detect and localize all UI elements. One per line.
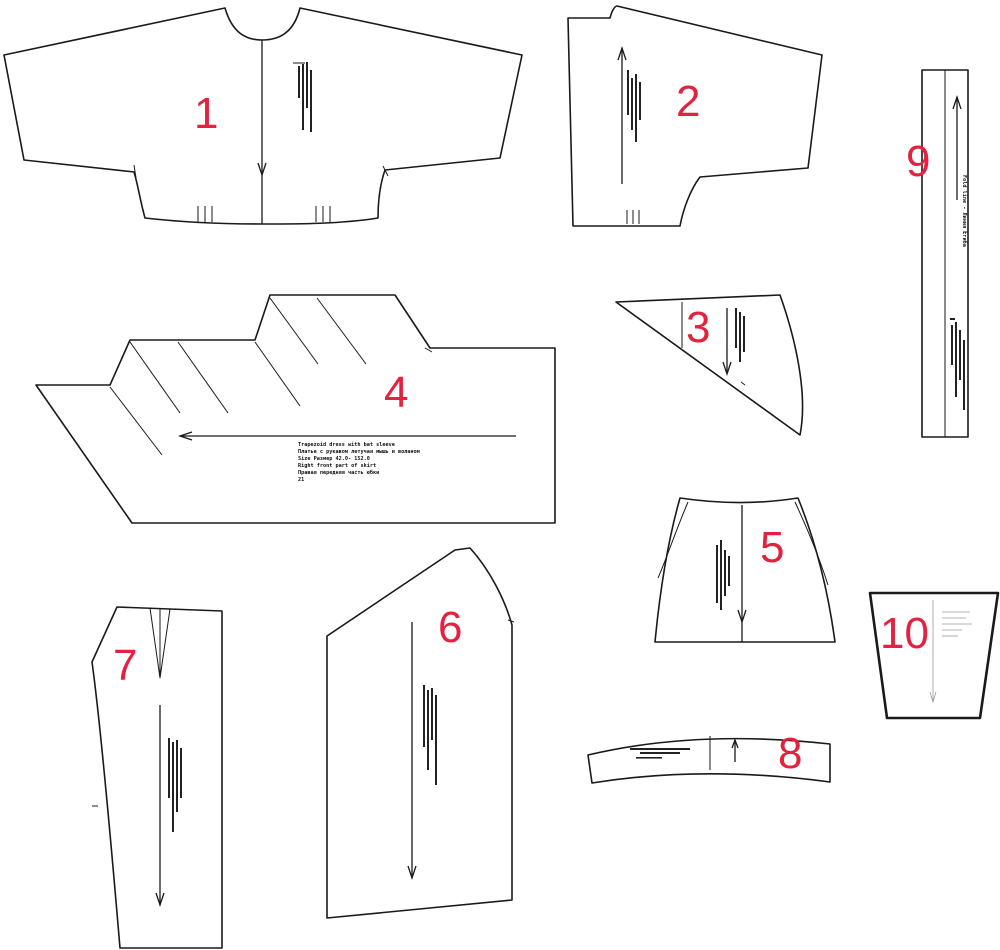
piece-4-label-line-2: Платье с рукавом летучая мышь и воланом [298, 449, 420, 455]
pattern-piece-7: 7 [91, 606, 223, 949]
piece-9-number: 9 [906, 137, 930, 186]
piece-10-label-block [942, 611, 972, 637]
piece-2-outline [567, 5, 823, 227]
piece-10-number: 10 [880, 609, 929, 658]
piece-9-label-block [950, 318, 965, 410]
piece-9-fold-label: Fold line - Линия сгиба [961, 175, 968, 247]
piece-8-label-block [630, 748, 690, 759]
piece-4-outline [35, 294, 556, 524]
piece-4-label: Trapezoid dress with bat sleeve Платье с… [298, 442, 420, 483]
piece-3-outline [615, 294, 804, 436]
pattern-piece-8: 8 [587, 729, 831, 784]
piece-9-grain-arrow [952, 94, 962, 110]
piece-7-label-block [168, 738, 182, 832]
piece-6-label-block [423, 685, 437, 785]
piece-3-grain-arrow [722, 361, 732, 377]
piece-3-label-block [735, 308, 745, 362]
piece-5-dart-line [794, 501, 829, 586]
piece-5-grain-arrow [737, 609, 747, 625]
piece-4-number: 4 [384, 368, 408, 417]
piece-1-grain-arrow [257, 162, 267, 178]
piece-5-dart-line [657, 501, 689, 579]
pattern-piece-1: 1 [3, 7, 523, 225]
piece-3-notch [740, 381, 746, 386]
pattern-piece-3: 3 [615, 294, 804, 436]
piece-1-pleat-marks [197, 206, 331, 222]
pattern-piece-4: Trapezoid dress with bat sleeve Платье с… [35, 294, 556, 524]
piece-8-number: 8 [778, 729, 802, 778]
piece-1-notch [133, 164, 137, 179]
piece-2-pleat-marks [626, 210, 640, 224]
piece-4-label-line-6: 21 [298, 477, 304, 483]
pattern-piece-6: 6 [326, 547, 515, 919]
piece-1-label-block [293, 62, 312, 132]
pattern-piece-9: Fold line - Линия сгиба 9 [906, 69, 969, 438]
piece-5-label-block [716, 540, 730, 610]
piece-4-label-line-1: Trapezoid dress with bat sleeve [298, 442, 395, 448]
piece-1-outline [3, 7, 523, 225]
piece-5-number: 5 [760, 523, 784, 572]
piece-4-label-line-4: Right front part of skirt [298, 463, 376, 469]
piece-7-grain-arrow [155, 892, 165, 908]
piece-1-notch [382, 165, 389, 177]
piece-4-label-line-5: Правая передняя часть юбки [298, 469, 379, 476]
piece-2-number: 2 [676, 77, 700, 126]
pattern-piece-10: 10 [868, 591, 1000, 720]
piece-4-label-line-3: Size Размер 42.0- 152.0 [298, 456, 370, 462]
piece-8-grain-arrow [731, 738, 739, 749]
piece-4-notch [424, 347, 433, 353]
piece-5-outline [654, 497, 836, 643]
pattern-piece-5: 5 [654, 497, 836, 643]
piece-2-grain-arrow [617, 45, 627, 61]
piece-3-number: 3 [686, 303, 710, 352]
piece-7-number: 7 [113, 641, 137, 690]
piece-1-number: 1 [194, 89, 218, 138]
piece-6-grain-arrow [407, 865, 417, 881]
piece-2-label-block [627, 70, 641, 142]
piece-4-pleat-lines [109, 297, 367, 456]
piece-7-outline [91, 606, 223, 949]
piece-6-number: 6 [438, 603, 462, 652]
piece-10-grain-arrow [929, 691, 937, 704]
piece-6-outline [326, 547, 513, 919]
piece-6-notch [507, 619, 515, 623]
piece-4-grain-arrow [177, 431, 193, 441]
pattern-piece-2: 2 [567, 5, 823, 227]
